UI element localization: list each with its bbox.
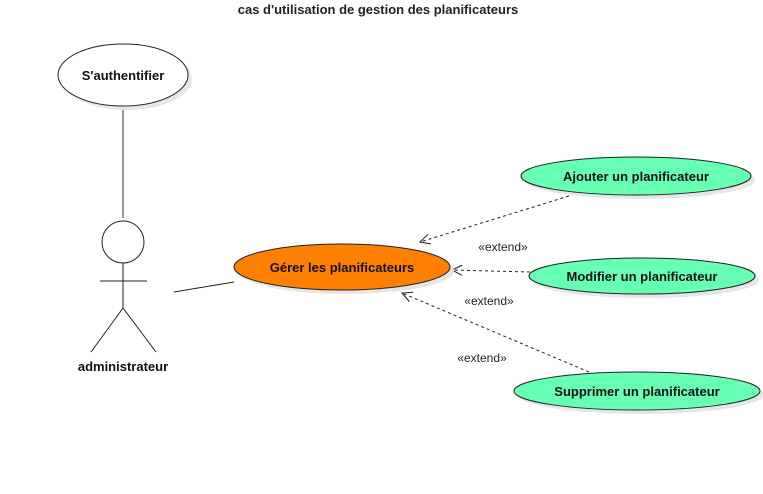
extend-label-delete: «extend» <box>457 351 507 365</box>
actor-left-leg <box>90 307 124 353</box>
use-case-label: S'authentifier <box>82 68 165 83</box>
use-case-ellipse <box>57 43 189 107</box>
use-case-ellipse <box>520 156 752 196</box>
use-case-add[interactable]: Ajouter un planificateur <box>520 156 755 199</box>
extend-label-modify: «extend» <box>464 294 514 308</box>
actor-head <box>101 220 145 264</box>
diagram-title: cas d'utilisation de gestion des planifi… <box>238 2 519 17</box>
association-actor-manage <box>173 281 235 293</box>
use-case-label: Modifier un planificateur <box>567 269 718 284</box>
use-case-delete[interactable]: Supprimer un planificateur <box>513 371 763 414</box>
actor-right-leg <box>122 307 157 353</box>
extend-add-to-manage <box>420 195 570 242</box>
use-case-authenticate[interactable]: S'authentifier <box>57 43 192 110</box>
use-case-label: Gérer les planificateurs <box>270 260 415 275</box>
use-case-manage[interactable]: Gérer les planificateurs <box>233 243 454 294</box>
extend-modify-to-manage <box>452 270 531 272</box>
use-case-ellipse <box>513 371 761 411</box>
actor-administrateur[interactable] <box>90 220 157 353</box>
use-case-ellipse <box>233 243 451 291</box>
use-case-label: Supprimer un planificateur <box>554 384 719 399</box>
use-case-label: Ajouter un planificateur <box>563 169 709 184</box>
extend-delete-to-manage <box>402 293 590 373</box>
use-case-ellipse <box>528 257 756 295</box>
use-case-modify[interactable]: Modifier un planificateur <box>528 257 759 298</box>
extend-label-add: «extend» <box>478 240 528 254</box>
actor-label: administrateur <box>78 359 168 374</box>
